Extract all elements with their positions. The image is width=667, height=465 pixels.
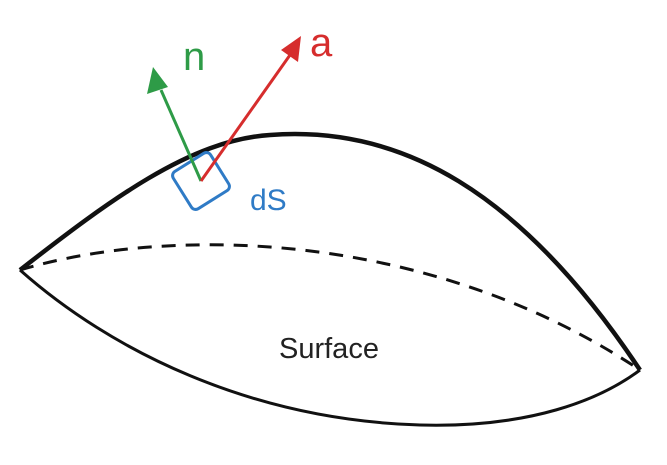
vector-a-shaft (199, 54, 292, 182)
normal-vector-label: n (183, 35, 205, 79)
normal-vector-shaft (159, 89, 203, 182)
surface-top-edge (18, 131, 642, 372)
area-element-label: dS (250, 184, 287, 217)
normal-vector-arrowhead (147, 67, 168, 94)
vector-a-label: a (310, 21, 333, 65)
vector-a-arrowhead (281, 36, 301, 62)
surface-bottom-edge (19, 268, 641, 427)
surface-label: Surface (279, 333, 379, 365)
area-element-square (171, 151, 231, 211)
surface-back-edge-dashed (19, 243, 641, 372)
